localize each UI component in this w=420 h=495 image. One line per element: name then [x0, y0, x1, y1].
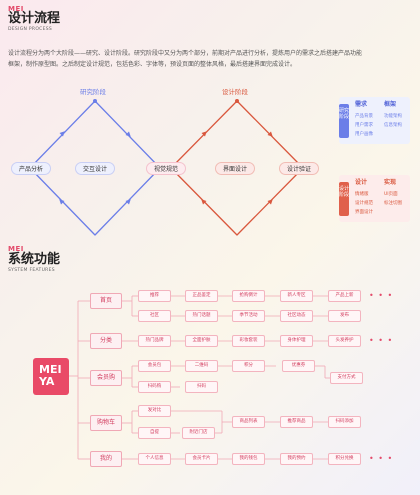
feature-item: 产品上新	[328, 290, 361, 302]
legend-research-tag: 研究阶段	[339, 104, 349, 138]
legend-research-col1-title: 需求	[355, 101, 368, 108]
feature-item: 自提	[138, 427, 171, 439]
feature-item: 头发养护	[328, 335, 361, 347]
feature-item: 抢购倒计	[232, 290, 265, 302]
more-dots: • • •	[369, 291, 394, 300]
feature-item: 支付方式	[330, 372, 363, 384]
feature-item: 新人专区	[280, 290, 313, 302]
feature-item: 扫码	[185, 381, 218, 393]
feature-item: 发布	[328, 310, 361, 322]
feature-item: 附近门店	[182, 427, 215, 439]
feature-item: 推荐商品	[280, 416, 313, 428]
intro-line: 框架，制作原型图。之后制定设计规范，包括色彩、字体等，预设页面的整体风格，最后搭…	[8, 61, 297, 68]
more-dots: • • •	[369, 454, 394, 463]
section-subtitle-system-features: SYSTEM FEATURES	[8, 268, 55, 273]
feature-item: 社区动态	[280, 310, 313, 322]
node-product-analysis: 产品分析	[11, 162, 51, 175]
feature-item: 我的钱包	[232, 453, 265, 465]
feature-item: 身体护理	[280, 335, 313, 347]
brand-mark: MEI	[8, 5, 24, 13]
legend-item: 用户需求	[355, 123, 373, 128]
legend-design	[339, 175, 410, 222]
brand-mark: MEI	[8, 245, 24, 253]
feature-item: 季节活动	[232, 310, 265, 322]
logo-line2: YA	[39, 375, 55, 388]
feature-item: 社区	[138, 310, 171, 322]
design-diamond	[170, 100, 304, 236]
section-title-design-process: 设计流程	[8, 11, 61, 26]
feature-item: 个人信息	[138, 453, 171, 465]
legend-item: UI页面	[384, 192, 398, 197]
feature-item: 会员包	[138, 360, 171, 372]
meiya-logo: MEI YA	[33, 358, 69, 395]
node-interaction-design: 交互设计	[75, 162, 115, 175]
legend-item: 设计规范	[355, 201, 373, 206]
feature-item: 积分	[232, 360, 265, 372]
legend-item: 信息架构	[384, 123, 402, 128]
section-subtitle-design-process: DESIGN PROCESS	[8, 27, 53, 32]
legend-item: 标注切图	[384, 201, 402, 206]
research-diamond	[29, 100, 161, 236]
more-dots: • • •	[369, 336, 394, 345]
feature-item: 扫码添加	[328, 416, 361, 428]
category-cart: 购物车	[90, 415, 122, 431]
intro-line: 设计流程分为两个大阶段——研究、设计阶段。研究阶段中又分为两个部分，前期对产品进…	[8, 50, 363, 57]
feature-item: 推荐	[138, 290, 171, 302]
legend-research	[339, 97, 410, 144]
legend-item: 功能架构	[384, 114, 402, 119]
legend-design-col2-title: 实现	[384, 179, 397, 186]
stage-label-design: 设计阶段	[222, 88, 248, 96]
legend-design-tag: 设计阶段	[339, 182, 349, 216]
logo-line1: MEI	[39, 363, 62, 376]
feature-item: 会员卡片	[185, 453, 218, 465]
category-classify: 分类	[90, 333, 122, 349]
node-visual-spec: 视觉规范	[146, 162, 186, 175]
feature-item: 商品列表	[232, 416, 265, 428]
legend-item: 界面设计	[355, 210, 373, 215]
legend-item: 产品背景	[355, 114, 373, 119]
feature-item: 二维码	[185, 360, 218, 372]
feature-item: 优惠券	[282, 360, 315, 372]
legend-item: 用户画像	[355, 132, 373, 137]
feature-item: 热门品牌	[138, 335, 171, 347]
design-process-intro: 设计流程分为两个大阶段——研究、设计阶段。研究阶段中又分为两个部分，前期对产品进…	[8, 48, 416, 70]
feature-item: 我的预约	[280, 453, 313, 465]
feature-item: 彩妆套装	[232, 335, 265, 347]
feature-item: 正品鉴定	[185, 290, 218, 302]
feature-item: 全面护肤	[185, 335, 218, 347]
legend-item: 情绪版	[355, 192, 369, 197]
category-home: 首页	[90, 293, 122, 309]
feature-item: 热门话题	[185, 310, 218, 322]
feature-item: 发对比	[138, 405, 171, 417]
legend-design-col1-title: 设计	[355, 179, 368, 186]
section-title-system-features: 系统功能	[8, 252, 61, 267]
category-mine: 我的	[90, 451, 122, 467]
feature-item: 扫码购	[138, 381, 171, 393]
category-member: 会员购	[90, 370, 122, 386]
legend-research-col2-title: 框架	[384, 101, 397, 108]
node-design-verification: 设计验证	[279, 162, 319, 175]
node-ui-design: 界面设计	[215, 162, 255, 175]
feature-item: 积分兑换	[328, 453, 361, 465]
stage-label-research: 研究阶段	[80, 88, 106, 96]
